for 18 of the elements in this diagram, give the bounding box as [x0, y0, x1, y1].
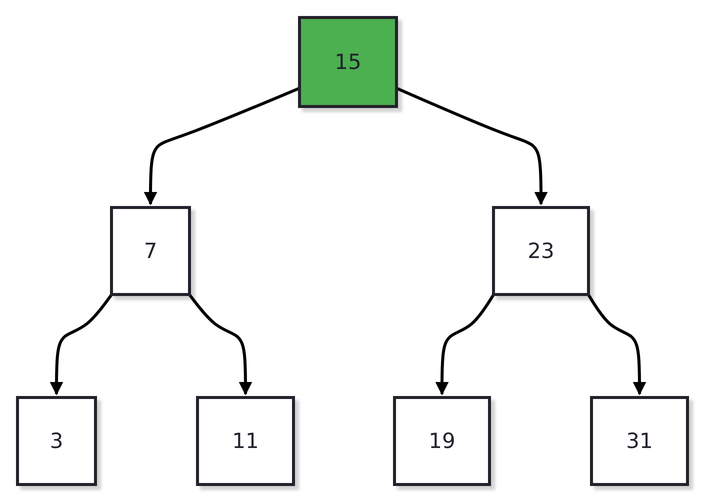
- tree-node-box: [590, 396, 689, 486]
- node-value: 31: [626, 429, 653, 453]
- node-value: 23: [528, 239, 554, 263]
- arrow: [586, 293, 646, 396]
- node-value: 11: [232, 429, 259, 453]
- tree-node-box: [16, 396, 97, 486]
- node-value: 15: [334, 50, 362, 74]
- tree-node-box: [196, 396, 295, 486]
- arrow: [188, 293, 252, 396]
- node-value: 3: [50, 429, 64, 453]
- tree-node-box: [492, 206, 590, 296]
- node-value: 7: [144, 239, 158, 263]
- tree-node-box: [393, 396, 491, 486]
- arrow: [435, 293, 496, 396]
- node-value: 19: [428, 429, 456, 453]
- arrow: [50, 293, 114, 396]
- tree-node-box: [110, 206, 191, 296]
- tree-node-box: [298, 16, 398, 108]
